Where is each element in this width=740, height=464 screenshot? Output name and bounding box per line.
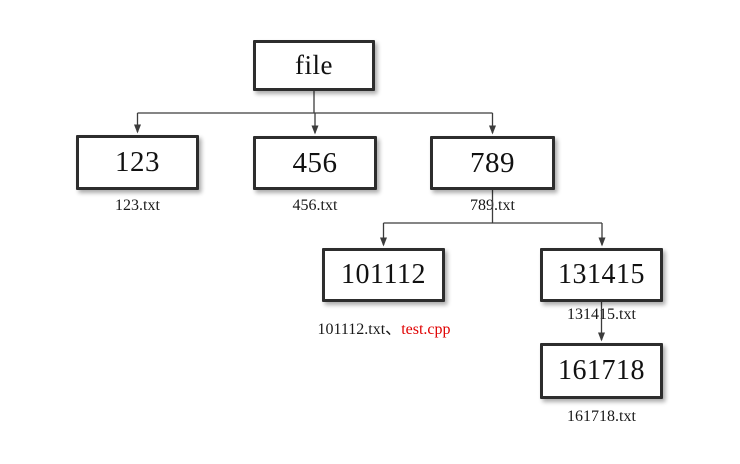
node-789: 789 [430, 136, 555, 190]
caption-123: 123.txt [115, 197, 160, 214]
caption-131415: 131415.txt [567, 306, 636, 323]
node-789-label: 789 [470, 146, 515, 179]
node-file-label: file [295, 50, 333, 80]
node-123: 123 [76, 135, 199, 190]
caption-456: 456.txt [292, 197, 338, 214]
caption-101112-file: 101112.txt [317, 321, 386, 338]
node-161718: 161718 [540, 343, 663, 399]
caption-101112-extra: test.cpp [401, 321, 451, 338]
node-131415: 131415 [540, 248, 663, 302]
caption-101112-separator: 、 [385, 321, 402, 338]
node-456: 456 [253, 136, 377, 190]
node-101112: 101112 [322, 248, 445, 302]
node-123-label: 123 [115, 146, 160, 178]
node-456-label: 456 [292, 146, 338, 179]
caption-161718: 161718.txt [567, 408, 636, 425]
caption-789: 789.txt [470, 197, 515, 214]
node-file: file [253, 40, 375, 91]
node-131415-label: 131415 [558, 259, 645, 290]
caption-101112: 101112.txt、test.cpp [284, 315, 484, 339]
node-101112-label: 101112 [341, 259, 426, 290]
node-161718-label: 161718 [558, 355, 645, 386]
